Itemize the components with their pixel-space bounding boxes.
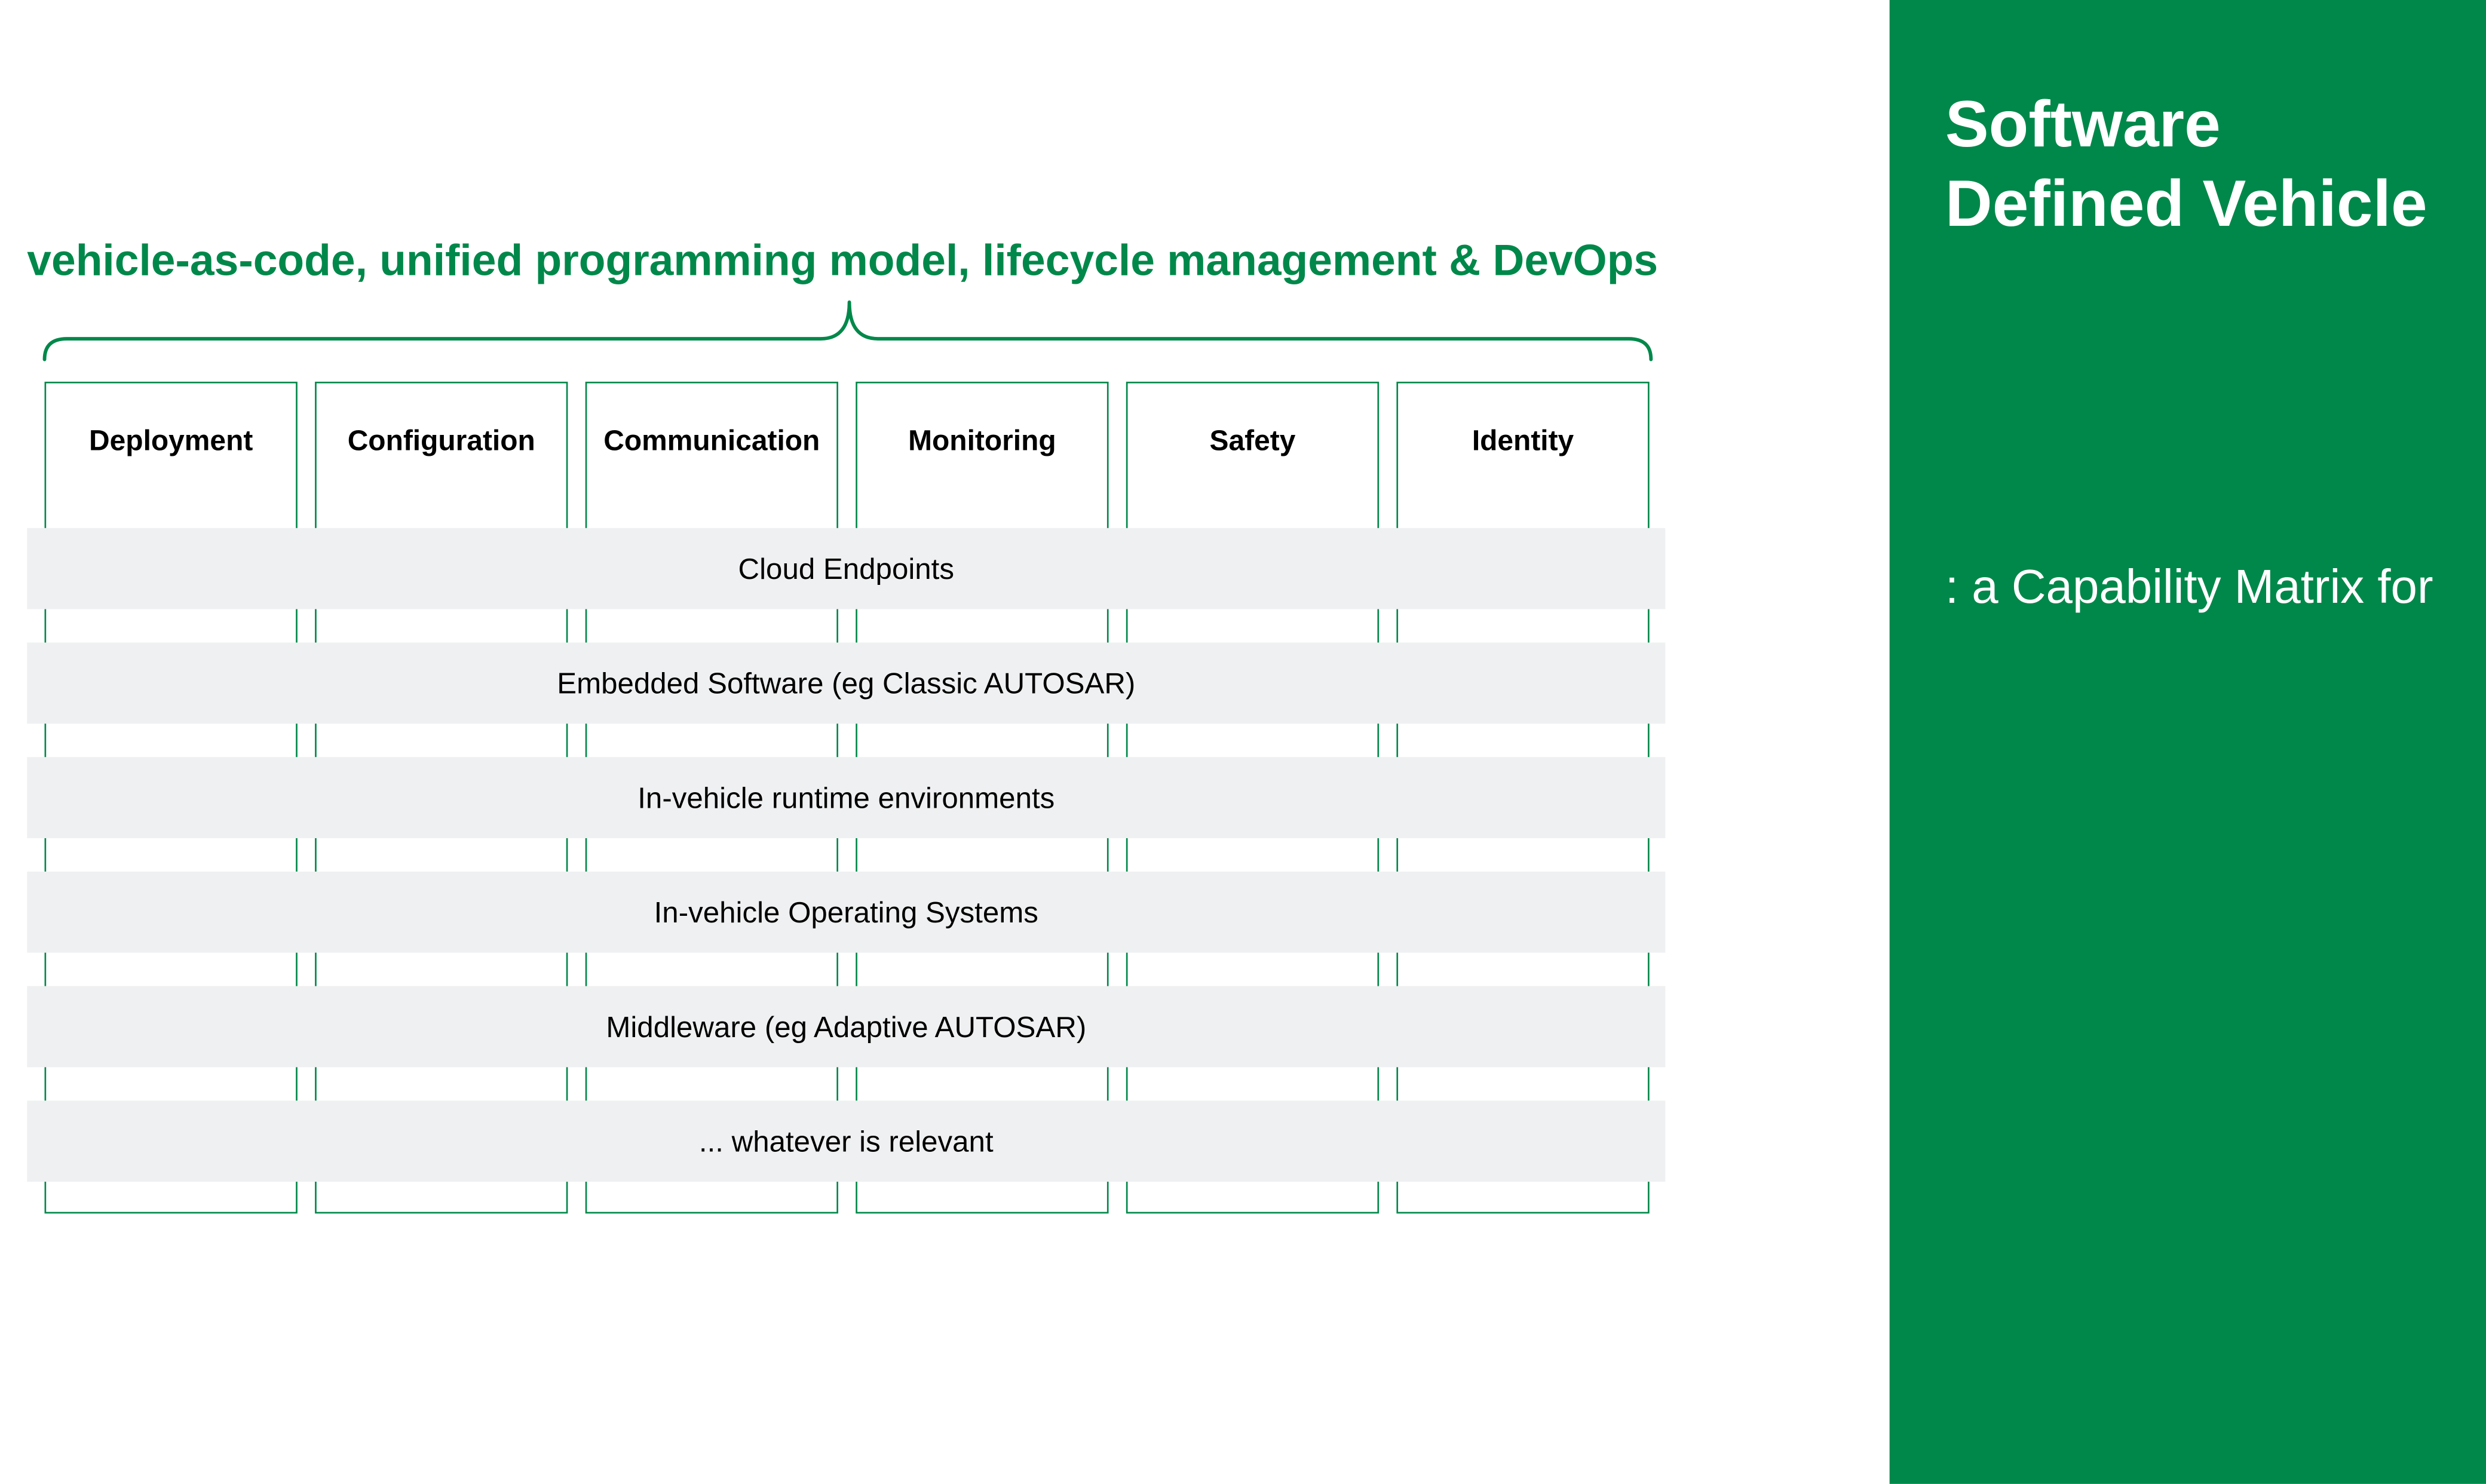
- column-header-identity: Identity: [1472, 424, 1574, 457]
- column-header-configuration: Configuration: [347, 424, 535, 457]
- column-header-communication: Communication: [603, 424, 820, 457]
- column-header-monitoring: Monitoring: [908, 424, 1056, 457]
- column-header-deployment: Deployment: [89, 424, 253, 457]
- layer-middleware: Middleware (eg Adaptive AUTOSAR): [27, 986, 1666, 1068]
- curly-brace: [42, 300, 1653, 361]
- layer-whatever-is-relevant: ... whatever is relevant: [27, 1100, 1666, 1182]
- side-panel: Software Defined Vehicle : a Capability …: [1889, 0, 2486, 1484]
- layer-embedded-software: Embedded Software (eg Classic AUTOSAR): [27, 642, 1666, 724]
- layer-cloud-endpoints: Cloud Endpoints: [27, 528, 1666, 609]
- layer-runtime-environments: In-vehicle runtime environments: [27, 757, 1666, 838]
- headline: vehicle-as-code, unified programming mod…: [27, 235, 1659, 285]
- column-header-safety: Safety: [1209, 424, 1296, 457]
- layer-operating-systems: In-vehicle Operating Systems: [27, 871, 1666, 953]
- side-panel-subtitle: : a Capability Matrix for: [1945, 561, 2433, 614]
- side-panel-title: Software Defined Vehicle: [1945, 87, 2427, 240]
